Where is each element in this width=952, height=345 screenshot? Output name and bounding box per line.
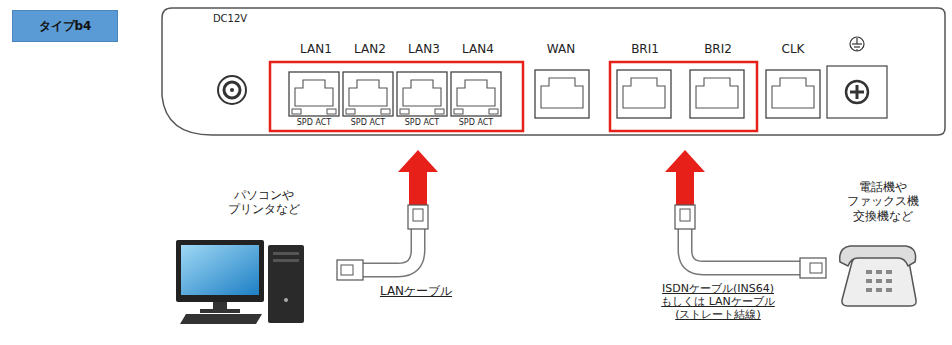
lan-cable (337, 205, 428, 280)
led-label: SPD ACT (297, 118, 331, 128)
dc-jack-inner (224, 82, 240, 98)
port-socket (451, 72, 501, 116)
insert-arrow (398, 150, 438, 205)
ground-screw (827, 66, 887, 118)
dc-jack (218, 76, 246, 104)
port-name: CLK (782, 42, 805, 56)
port-name: BRI2 (704, 42, 732, 56)
led-label: SPD ACT (405, 118, 439, 128)
port-name: WAN (547, 42, 575, 56)
cable-name: ISDNケーブル(INS64) もしくは LANケーブル(ストレート結線) (640, 282, 796, 322)
device-note: パソコンや プリンタなど (218, 188, 310, 217)
port-socket (289, 72, 339, 116)
port-socket (766, 70, 820, 118)
port-socket (690, 70, 744, 118)
ground-symbol (850, 37, 864, 51)
port-name: LAN4 (462, 42, 494, 56)
port-socket (343, 72, 393, 116)
port-socket (617, 70, 671, 118)
pc-illustration (176, 240, 304, 324)
highlight-frame (270, 62, 523, 131)
device-note: 電話機や ファックス機 交換機など (837, 180, 929, 223)
router-housing (162, 8, 945, 135)
port-name: BRI1 (631, 42, 659, 56)
dc-jack-pin (230, 88, 234, 92)
insert-arrow (665, 150, 705, 205)
isdn-cable (675, 205, 826, 278)
port-name: LAN2 (354, 42, 386, 56)
port-name: DC12V (213, 13, 247, 25)
highlight-frame (610, 62, 757, 131)
port-socket (397, 72, 447, 116)
phone-illustration (840, 246, 916, 306)
port-name: LAN1 (300, 42, 332, 56)
type-badge: タイプb4 (12, 10, 118, 42)
port-group (289, 70, 820, 118)
led-label: SPD ACT (351, 118, 385, 128)
led-label: SPD ACT (459, 118, 493, 128)
badge-label: タイプb4 (39, 18, 92, 35)
port-name: LAN3 (408, 42, 440, 56)
port-socket (535, 70, 589, 118)
cable-name: LANケーブル (380, 284, 452, 298)
